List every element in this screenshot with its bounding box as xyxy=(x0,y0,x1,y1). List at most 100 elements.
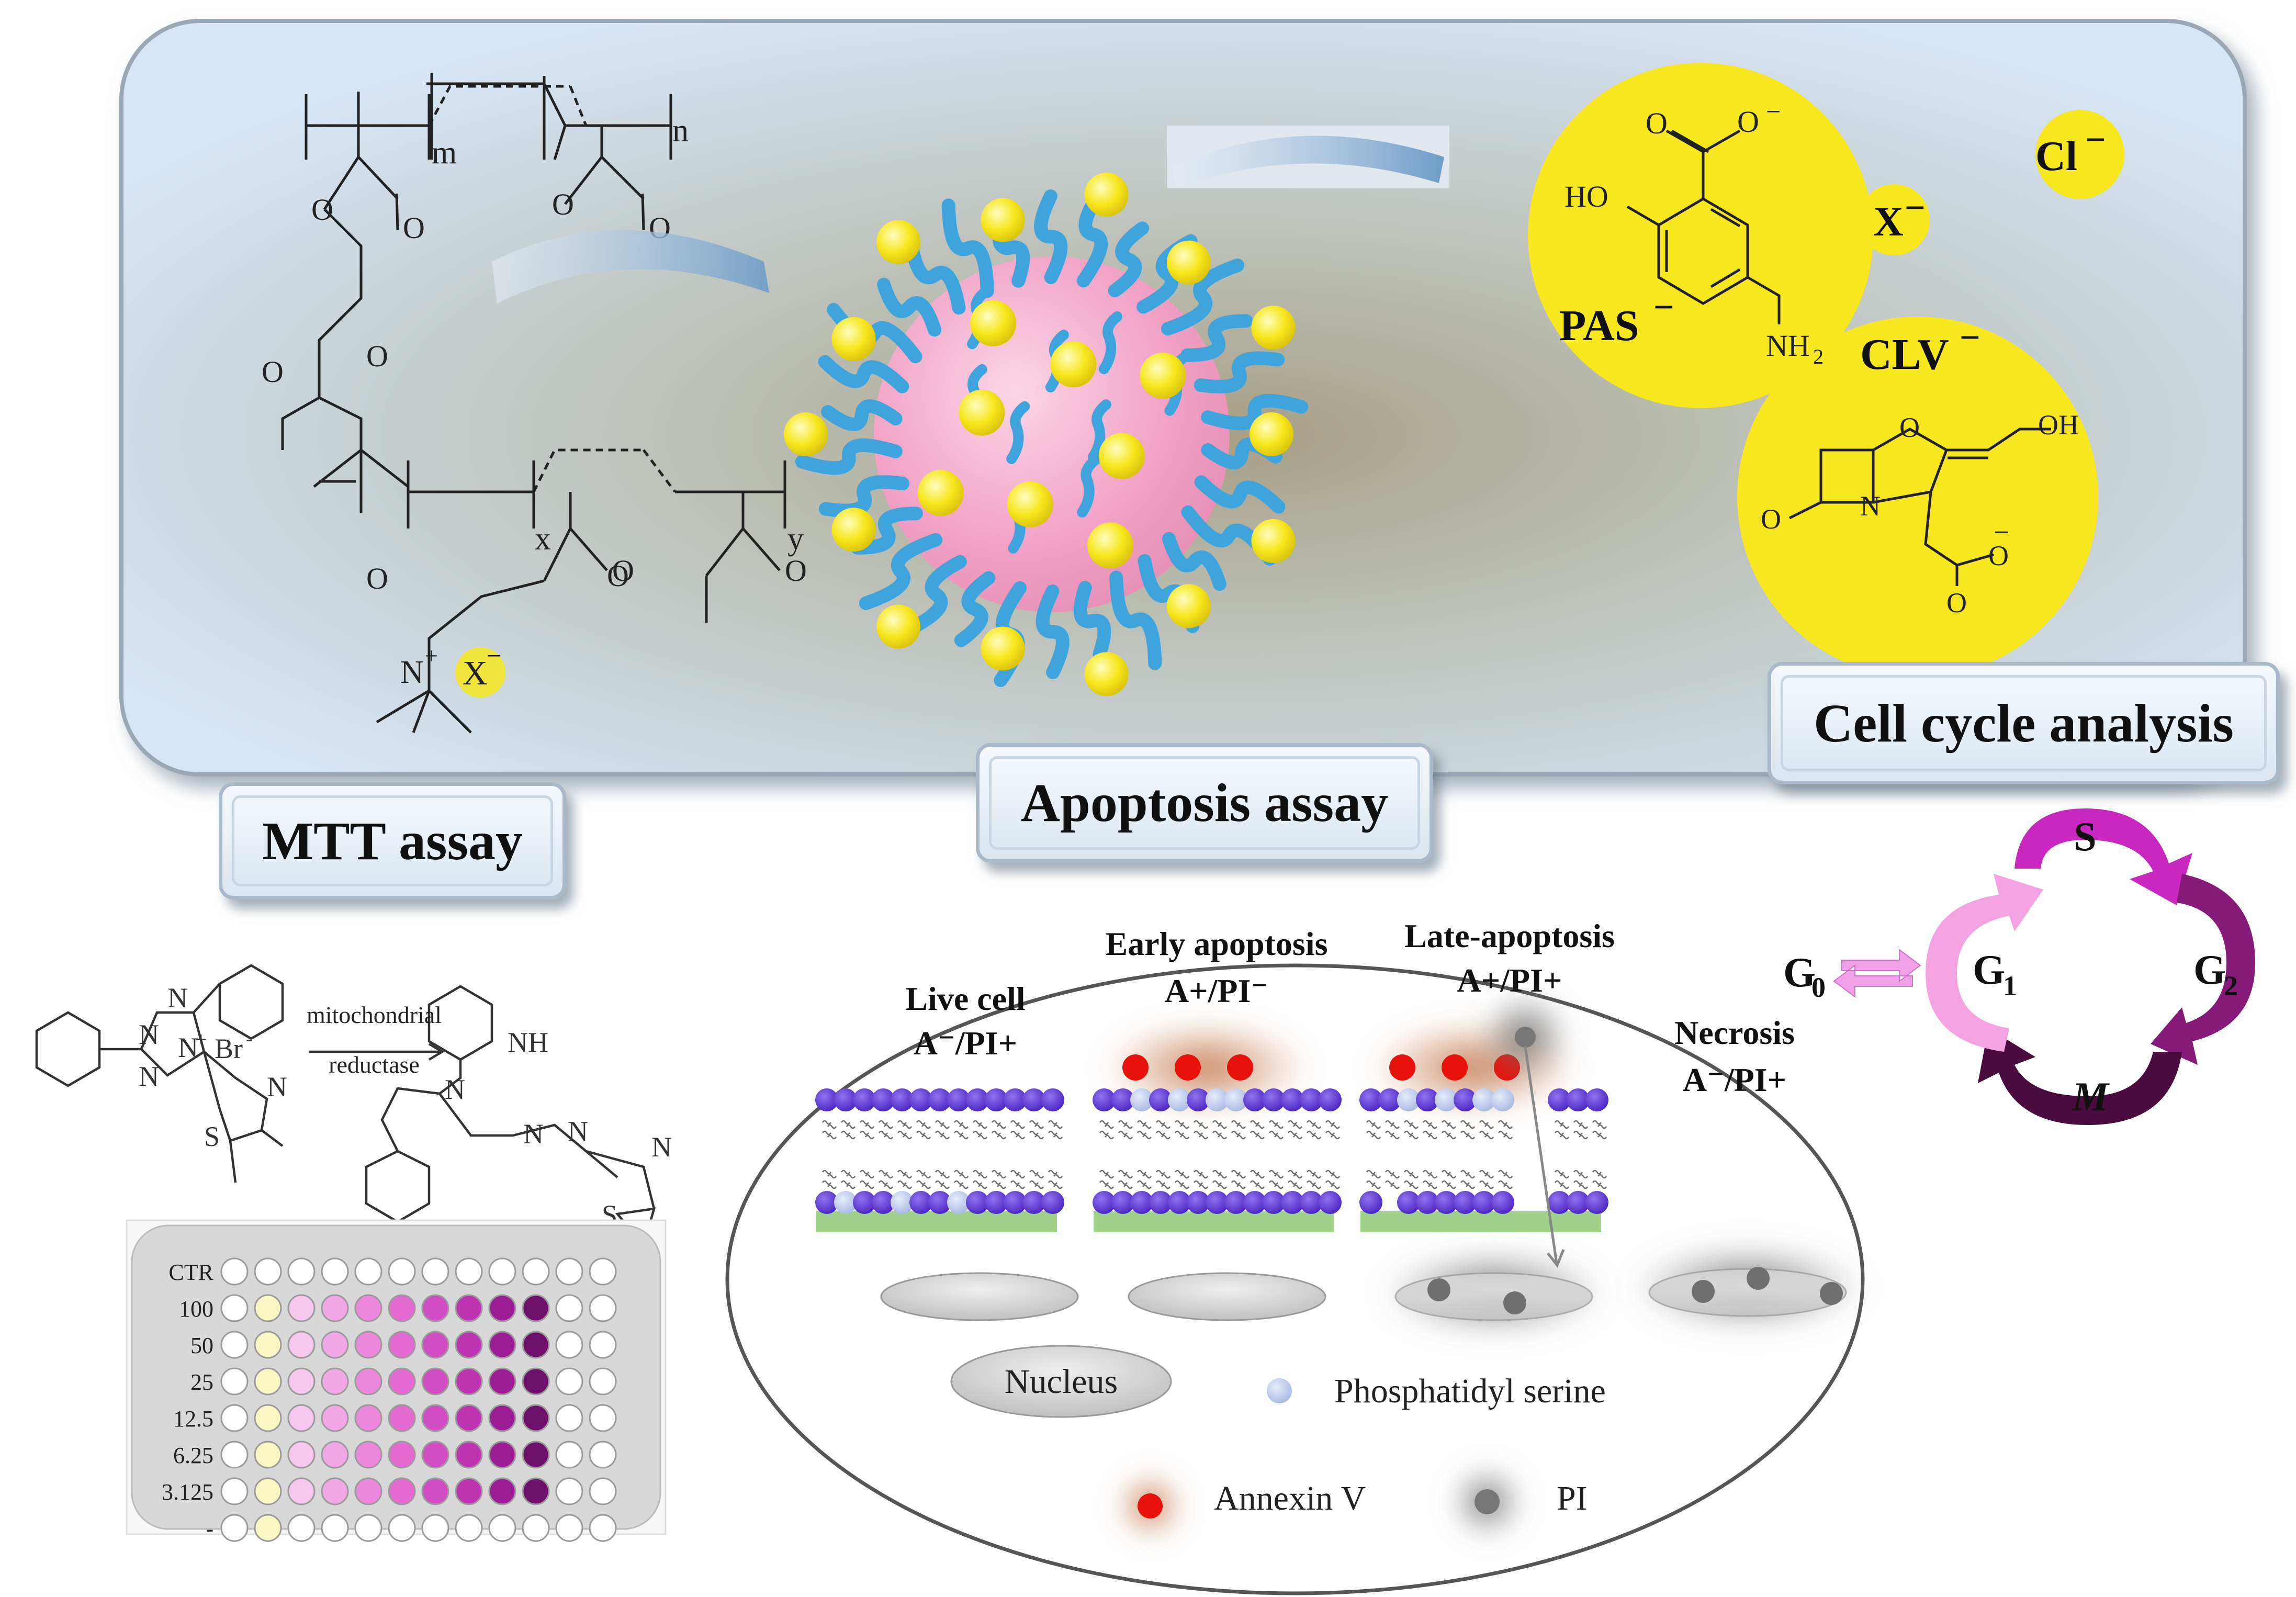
sub-m: m xyxy=(432,135,457,171)
lipid-head xyxy=(966,1088,989,1111)
lipid-tail xyxy=(1325,1180,1341,1189)
late-title: Late-apoptosis xyxy=(1404,917,1615,954)
clv-structure xyxy=(1788,428,2051,586)
plate-well xyxy=(455,1331,483,1359)
lipid-tail xyxy=(859,1180,875,1189)
lipid-head-lower xyxy=(1454,1191,1477,1214)
micelle-ball xyxy=(1087,522,1133,569)
annexin-dot xyxy=(1227,1054,1253,1081)
plate-well xyxy=(321,1404,349,1432)
micelle-ball xyxy=(876,220,920,264)
lipid-tail xyxy=(991,1180,1007,1189)
lipid-tail xyxy=(1385,1180,1400,1189)
plate-well xyxy=(287,1331,316,1359)
lipid-head-lower xyxy=(1567,1191,1590,1214)
lipid-head xyxy=(1281,1088,1304,1111)
sub-y: y xyxy=(787,521,804,557)
lipid-tail xyxy=(878,1120,894,1129)
plate-well xyxy=(220,1514,249,1542)
pi-dot-nec-2 xyxy=(1747,1267,1770,1290)
lipid-tail xyxy=(972,1180,988,1189)
live-code: A⁻/PI+ xyxy=(914,1025,1017,1062)
lipid-tail xyxy=(1403,1169,1419,1179)
plate-well xyxy=(555,1404,583,1432)
plate-well xyxy=(455,1257,483,1286)
micelle xyxy=(784,172,1309,696)
lipid-tail xyxy=(1573,1130,1589,1140)
nucleus-necrosis xyxy=(1648,1268,1847,1317)
lipid-tail xyxy=(859,1169,875,1179)
micelle-chain xyxy=(1180,314,1253,362)
micelle-ball xyxy=(959,389,1005,436)
pas-nh2-sub: 2 xyxy=(1813,345,1824,368)
phase-g2: G xyxy=(2193,947,2226,993)
mtt-s: S xyxy=(204,1121,220,1152)
micelle-chain xyxy=(850,507,923,555)
o-atom-10: O xyxy=(607,559,629,593)
pas-nh2: NH xyxy=(1766,329,1810,363)
lipid-tail xyxy=(1212,1130,1228,1140)
nucleus-early xyxy=(1128,1272,1326,1321)
lipid-tail xyxy=(859,1120,875,1129)
plate-well xyxy=(220,1441,249,1469)
plate-well xyxy=(488,1294,516,1322)
lipid-tail xyxy=(1592,1180,1607,1189)
plate-well xyxy=(287,1367,316,1396)
plate-well xyxy=(589,1514,617,1542)
lipid-head xyxy=(1567,1088,1590,1111)
lipid-head-lower xyxy=(834,1191,857,1214)
lipid-tail xyxy=(1048,1180,1063,1189)
legend-annexin-label: Annexin V xyxy=(1214,1479,1366,1517)
anion-group xyxy=(1528,63,2124,678)
lipid-head-lower xyxy=(1548,1191,1571,1214)
plate-well xyxy=(354,1331,382,1359)
lipid-head xyxy=(1454,1088,1477,1111)
cytoplasm-strip xyxy=(1360,1211,1601,1232)
formazan-n-1: N xyxy=(445,1074,465,1105)
legend-ps-label: Phosphatidyl serine xyxy=(1334,1372,1606,1410)
lipid-tail xyxy=(1498,1169,1513,1179)
lipid-tail xyxy=(1592,1169,1607,1179)
pi-dot-nec-1 xyxy=(1692,1280,1715,1303)
plate-well xyxy=(589,1257,617,1286)
plate-well xyxy=(488,1404,516,1432)
plate-row-label: 25 xyxy=(190,1369,213,1395)
micelle-chain xyxy=(1194,351,1285,393)
formazan-n-4: N xyxy=(651,1131,672,1163)
lipid-tail xyxy=(1193,1120,1209,1129)
lipid-tail xyxy=(897,1180,913,1189)
lipid-tail xyxy=(1250,1180,1265,1189)
sub-n: n xyxy=(672,113,689,149)
live-title: Live cell xyxy=(905,980,1025,1017)
lipid-tail xyxy=(1441,1180,1457,1189)
plate-well xyxy=(488,1367,516,1396)
plate-well xyxy=(522,1257,550,1286)
sub-x: x xyxy=(535,521,551,557)
cl-label-charge: − xyxy=(2085,120,2106,160)
lipid-tail xyxy=(821,1180,837,1189)
lipid-head-lower xyxy=(1397,1191,1420,1214)
lipid-tail xyxy=(1287,1169,1303,1179)
clv-labels: O OH N O − O O xyxy=(1761,409,2079,618)
apoptosis-assay-text: Apoptosis assay xyxy=(1020,773,1389,833)
lipid-head xyxy=(1300,1088,1323,1111)
plate-well xyxy=(421,1331,449,1359)
lipid-head xyxy=(928,1088,951,1111)
micelle-ball xyxy=(1250,412,1293,456)
lipid-head-lower xyxy=(1168,1191,1191,1214)
plate-well xyxy=(388,1367,416,1396)
plate-well xyxy=(354,1257,382,1286)
lipid-head xyxy=(1187,1088,1210,1111)
plate-well xyxy=(455,1477,483,1505)
lipid-head-lower xyxy=(872,1191,895,1214)
plate-well xyxy=(388,1257,416,1286)
pi-entering xyxy=(1515,1027,1536,1048)
lipid-tail xyxy=(1231,1180,1246,1189)
lipid-head-lower xyxy=(1585,1191,1608,1214)
micelle-chain xyxy=(795,438,903,475)
plate-well xyxy=(287,1404,316,1432)
lipid-tail xyxy=(1366,1130,1381,1140)
